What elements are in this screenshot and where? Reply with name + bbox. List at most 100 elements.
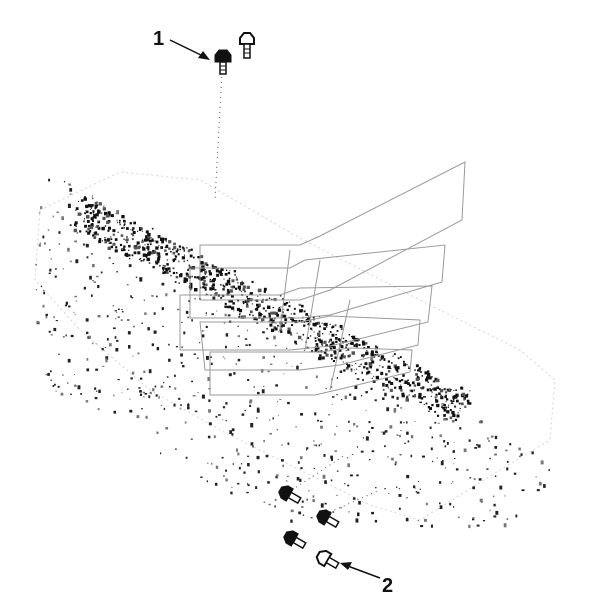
speckle-dot (324, 481, 327, 484)
speckle-dot (112, 229, 116, 233)
speckle-dot (139, 258, 142, 260)
speckle-dot (478, 478, 482, 481)
speckle-dot (197, 256, 200, 259)
speckle-dot (208, 399, 211, 402)
speckle-dot (139, 377, 143, 380)
speckle-dot (179, 408, 182, 410)
speckle-dot (388, 380, 391, 384)
speckle-dot (282, 298, 284, 300)
speckle-dot (336, 377, 338, 379)
speckle-dot (411, 381, 415, 385)
speckle-dot (353, 344, 356, 347)
speckle-dot (98, 389, 101, 393)
speckle-dot (350, 370, 353, 372)
speckle-dot (67, 203, 71, 208)
speckle-dot (207, 435, 211, 439)
speckle-dot (45, 373, 48, 376)
speckle-dot (421, 375, 423, 377)
speckle-dot (434, 377, 438, 381)
speckle-dot (117, 231, 119, 233)
speckle-dot (342, 353, 344, 355)
speckle-dot (216, 310, 218, 312)
speckle-dot (375, 375, 379, 380)
speckle-dot (386, 407, 390, 412)
speckle-dot (178, 397, 181, 400)
speckle-dot (120, 234, 124, 237)
speckle-dot (261, 389, 265, 394)
speckle-dot (238, 309, 243, 313)
speckle-dot (431, 376, 433, 378)
speckle-dot (104, 240, 108, 244)
speckle-dot (281, 324, 283, 327)
speckle-dot (129, 222, 132, 225)
speckle-dot (280, 314, 284, 318)
speckle-dot (270, 363, 273, 365)
speckle-dot (85, 204, 89, 209)
speckle-dot (180, 353, 183, 357)
speckle-dot (459, 410, 461, 412)
speckle-dot (162, 325, 164, 327)
speckle-dot (399, 454, 402, 456)
speckle-dot (204, 271, 207, 274)
speckle-dot (298, 511, 302, 515)
speckle-dot (296, 365, 299, 370)
speckle-dot (463, 448, 467, 453)
speckle-dot (166, 263, 169, 266)
speckle-dot (54, 383, 56, 386)
speckle-dot (222, 406, 226, 409)
speckle-dot (469, 390, 471, 392)
speckle-dot (114, 249, 118, 253)
speckle-dot (210, 362, 213, 365)
speckle-dot (455, 468, 459, 471)
speckle-dot (220, 267, 224, 272)
speckle-dot (453, 400, 455, 402)
speckle-dot (110, 238, 113, 241)
speckle-dot (384, 445, 386, 448)
speckle-dot (418, 392, 422, 397)
speckle-dot (344, 395, 348, 400)
speckle-dot (339, 324, 343, 328)
speckle-dot (235, 278, 239, 281)
speckle-dot (137, 251, 141, 255)
speckle-dot (175, 275, 179, 279)
speckle-dot (399, 434, 401, 438)
speckle-dot (422, 455, 425, 458)
speckle-dot (348, 511, 350, 513)
speckle-dot (446, 442, 449, 445)
speckle-dot (430, 389, 433, 392)
speckle-dot (398, 379, 402, 383)
speckle-dot (442, 460, 444, 462)
speckle-dot (214, 293, 216, 295)
speckle-dot (149, 391, 152, 394)
speckle-dot (329, 323, 331, 325)
speckle-dot (68, 305, 71, 308)
speckle-dot (388, 493, 390, 494)
speckle-dot (110, 245, 114, 249)
callout-1: 1 (153, 28, 210, 60)
speckle-dot (254, 308, 256, 310)
speckle-dot (299, 478, 302, 482)
speckle-dot (152, 388, 155, 392)
speckle-dot (435, 399, 439, 403)
speckle-dot (80, 393, 83, 395)
speckle-dot (230, 491, 233, 495)
speckle-dot (42, 289, 45, 291)
speckle-dot (98, 238, 102, 241)
speckle-dot (249, 310, 253, 314)
speckle-dot (246, 305, 249, 308)
speckle-dot (67, 382, 69, 384)
speckle-dot (145, 253, 148, 257)
speckle-dot (321, 356, 325, 360)
speckle-dot (162, 269, 165, 271)
speckle-dot (203, 284, 205, 286)
speckle-dot (237, 346, 239, 348)
speckle-dot (438, 388, 441, 390)
speckle-dot (468, 439, 471, 442)
speckle-dot (380, 372, 383, 376)
speckle-dot (303, 350, 305, 351)
speckle-dot (172, 248, 174, 251)
speckle-dot (295, 426, 297, 428)
speckle-dot (91, 195, 93, 197)
speckle-dot (476, 524, 480, 527)
speckle-dot (410, 435, 414, 439)
